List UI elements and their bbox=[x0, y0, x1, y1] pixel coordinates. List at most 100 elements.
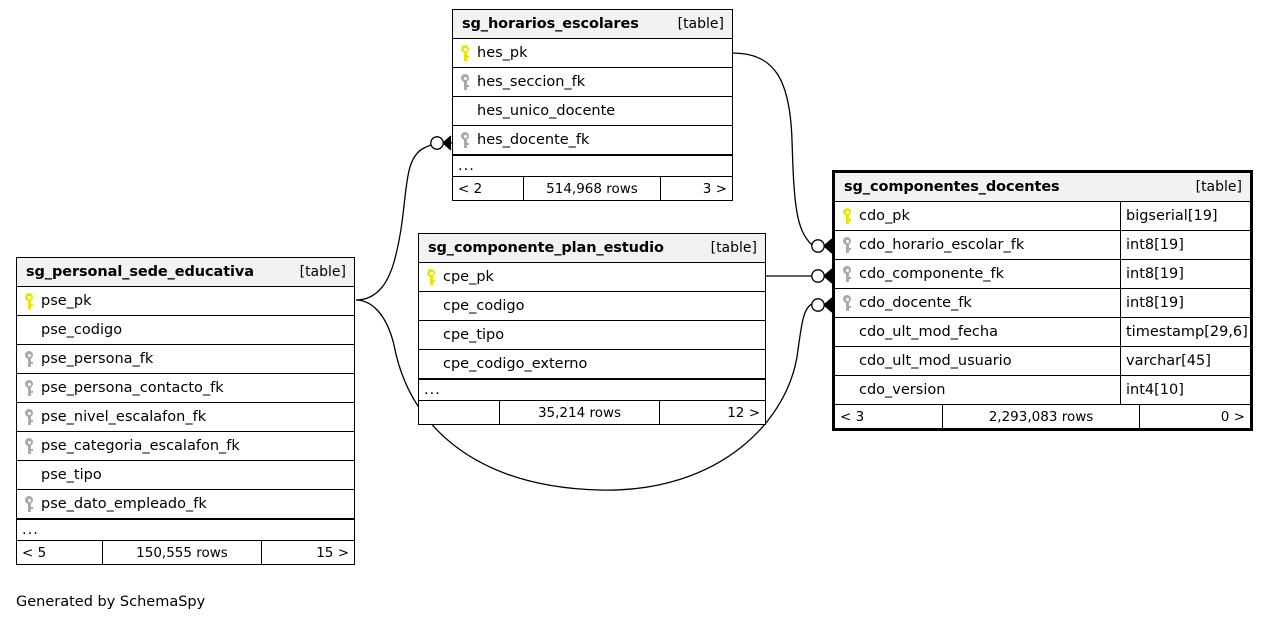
more-columns-indicator: ... bbox=[453, 155, 732, 177]
table-type-tag: [table] bbox=[677, 16, 724, 32]
column-name: hes_docente_fk bbox=[477, 132, 590, 148]
generated-by-caption: Generated by SchemaSpy bbox=[16, 594, 206, 610]
table-header: sg_horarios_escolares [table] bbox=[453, 10, 732, 39]
column-list: hes_pk hes_seccion_fk hes_unico_docente … bbox=[453, 39, 732, 155]
table-row[interactable]: cdo_version int4[10] bbox=[835, 376, 1250, 405]
foreign-key-icon bbox=[835, 237, 859, 253]
foreign-key-icon bbox=[17, 496, 41, 512]
table-row[interactable]: pse_codigo bbox=[17, 316, 354, 345]
row-count: 35,214 rows bbox=[500, 401, 660, 424]
foreign-key-icon bbox=[453, 74, 477, 90]
table-row[interactable]: pse_persona_contacto_fk bbox=[17, 374, 354, 403]
prev-relations-count[interactable]: < 5 bbox=[17, 541, 103, 564]
table-row[interactable]: pse_nivel_escalafon_fk bbox=[17, 403, 354, 432]
column-name: pse_nivel_escalafon_fk bbox=[41, 409, 207, 425]
row-count: 514,968 rows bbox=[524, 177, 661, 200]
table-type-tag: [table] bbox=[299, 264, 346, 280]
foreign-key-icon bbox=[835, 266, 859, 282]
prev-relations-count[interactable]: < 2 bbox=[453, 177, 524, 200]
column-name: pse_pk bbox=[41, 293, 92, 309]
foreign-key-icon bbox=[17, 409, 41, 425]
table-row[interactable]: cpe_codigo bbox=[419, 292, 765, 321]
edge-horarios-to-componentes bbox=[731, 52, 813, 246]
foreign-key-icon bbox=[17, 380, 41, 396]
table-title: sg_componente_plan_estudio bbox=[428, 240, 664, 256]
column-type: int8[19] bbox=[1120, 289, 1250, 317]
column-type: timestamp[29,6] bbox=[1120, 318, 1250, 346]
column-type: int8[19] bbox=[1120, 231, 1250, 259]
table-row[interactable]: cdo_horario_escolar_fk int8[19] bbox=[835, 231, 1250, 260]
column-name: cpe_pk bbox=[443, 269, 494, 285]
table-row[interactable]: cdo_ult_mod_fecha timestamp[29,6] bbox=[835, 318, 1250, 347]
table-sg_componente_plan_estudio[interactable]: sg_componente_plan_estudio [table] cpe_p… bbox=[418, 233, 766, 425]
table-footer: < 5 150,555 rows 15 > bbox=[17, 541, 354, 564]
primary-key-icon bbox=[17, 293, 41, 309]
column-name: cdo_ult_mod_fecha bbox=[859, 324, 998, 340]
column-list: pse_pk pse_codigo pse_persona_fk pse_per… bbox=[17, 287, 354, 519]
table-footer: < 2 514,968 rows 3 > bbox=[453, 177, 732, 200]
prev-relations-count[interactable]: < 3 bbox=[835, 405, 943, 428]
table-sg_componentes_docentes[interactable]: sg_componentes_docentes [table] cdo_pk b… bbox=[832, 170, 1253, 431]
table-row[interactable]: hes_docente_fk bbox=[453, 126, 732, 155]
next-relations-count[interactable]: 15 > bbox=[316, 544, 349, 561]
column-type: int4[10] bbox=[1120, 376, 1250, 404]
column-name: cdo_version bbox=[859, 382, 946, 398]
table-footer: < 3 2,293,083 rows 0 > bbox=[835, 405, 1250, 428]
row-count: 2,293,083 rows bbox=[943, 405, 1140, 428]
column-name: hes_unico_docente bbox=[477, 103, 616, 119]
column-name: pse_tipo bbox=[41, 467, 102, 483]
table-type-tag: [table] bbox=[710, 240, 757, 256]
next-relations-count[interactable]: 0 > bbox=[1220, 408, 1245, 425]
prev-relations-count[interactable] bbox=[419, 401, 500, 424]
column-name: pse_codigo bbox=[41, 322, 123, 338]
table-row[interactable]: pse_pk bbox=[17, 287, 354, 316]
column-list: cdo_pk bigserial[19] cdo_horario_escolar… bbox=[835, 202, 1250, 405]
more-columns-indicator: ... bbox=[419, 379, 765, 401]
table-row[interactable]: hes_unico_docente bbox=[453, 97, 732, 126]
column-type: bigserial[19] bbox=[1120, 202, 1250, 230]
table-title: sg_personal_sede_educativa bbox=[26, 264, 254, 280]
primary-key-icon bbox=[453, 45, 477, 61]
column-name: pse_persona_fk bbox=[41, 351, 154, 367]
table-row[interactable]: pse_categoria_escalafon_fk bbox=[17, 432, 354, 461]
next-relations-count[interactable]: 3 > bbox=[702, 180, 727, 197]
table-row[interactable]: cdo_docente_fk int8[19] bbox=[835, 289, 1250, 318]
column-name: pse_persona_contacto_fk bbox=[41, 380, 224, 396]
table-row[interactable]: hes_pk bbox=[453, 39, 732, 68]
table-type-tag: [table] bbox=[1195, 179, 1242, 195]
table-row[interactable]: cpe_codigo_externo bbox=[419, 350, 765, 379]
column-type: int8[19] bbox=[1120, 260, 1250, 288]
column-name: cpe_codigo_externo bbox=[443, 356, 588, 372]
table-row[interactable]: cdo_componente_fk int8[19] bbox=[835, 260, 1250, 289]
table-header: sg_componente_plan_estudio [table] bbox=[419, 234, 765, 263]
table-row[interactable]: pse_persona_fk bbox=[17, 345, 354, 374]
column-name: cpe_tipo bbox=[443, 327, 505, 343]
table-header: sg_personal_sede_educativa [table] bbox=[17, 258, 354, 287]
column-name: pse_categoria_escalafon_fk bbox=[41, 438, 240, 454]
primary-key-icon bbox=[419, 269, 443, 285]
next-relations-count[interactable]: 12 > bbox=[727, 404, 760, 421]
primary-key-icon bbox=[835, 208, 859, 224]
table-sg_personal_sede_educativa[interactable]: sg_personal_sede_educativa [table] pse_p… bbox=[16, 257, 355, 565]
table-footer: 35,214 rows 12 > bbox=[419, 401, 765, 424]
column-list: cpe_pk cpe_codigo cpe_tipo cpe_codigo_ex… bbox=[419, 263, 765, 379]
table-row[interactable]: cdo_pk bigserial[19] bbox=[835, 202, 1250, 231]
table-row[interactable]: pse_tipo bbox=[17, 461, 354, 490]
table-row[interactable]: cdo_ult_mod_usuario varchar[45] bbox=[835, 347, 1250, 376]
table-sg_horarios_escolares[interactable]: sg_horarios_escolares [table] hes_pk hes… bbox=[452, 9, 733, 201]
column-name: hes_pk bbox=[477, 45, 528, 61]
table-row[interactable]: cpe_tipo bbox=[419, 321, 765, 350]
foreign-key-icon bbox=[17, 438, 41, 454]
row-count: 150,555 rows bbox=[103, 541, 262, 564]
foreign-key-icon bbox=[17, 351, 41, 367]
column-name: cdo_docente_fk bbox=[859, 295, 972, 311]
column-name: hes_seccion_fk bbox=[477, 74, 586, 90]
table-row[interactable]: cpe_pk bbox=[419, 263, 765, 292]
column-name: cdo_horario_escolar_fk bbox=[859, 237, 1025, 253]
column-name: cdo_componente_fk bbox=[859, 266, 1004, 282]
table-row[interactable]: hes_seccion_fk bbox=[453, 68, 732, 97]
table-row[interactable]: pse_dato_empleado_fk bbox=[17, 490, 354, 519]
foreign-key-icon bbox=[835, 295, 859, 311]
more-columns-indicator: ... bbox=[17, 519, 354, 541]
column-type: varchar[45] bbox=[1120, 347, 1250, 375]
